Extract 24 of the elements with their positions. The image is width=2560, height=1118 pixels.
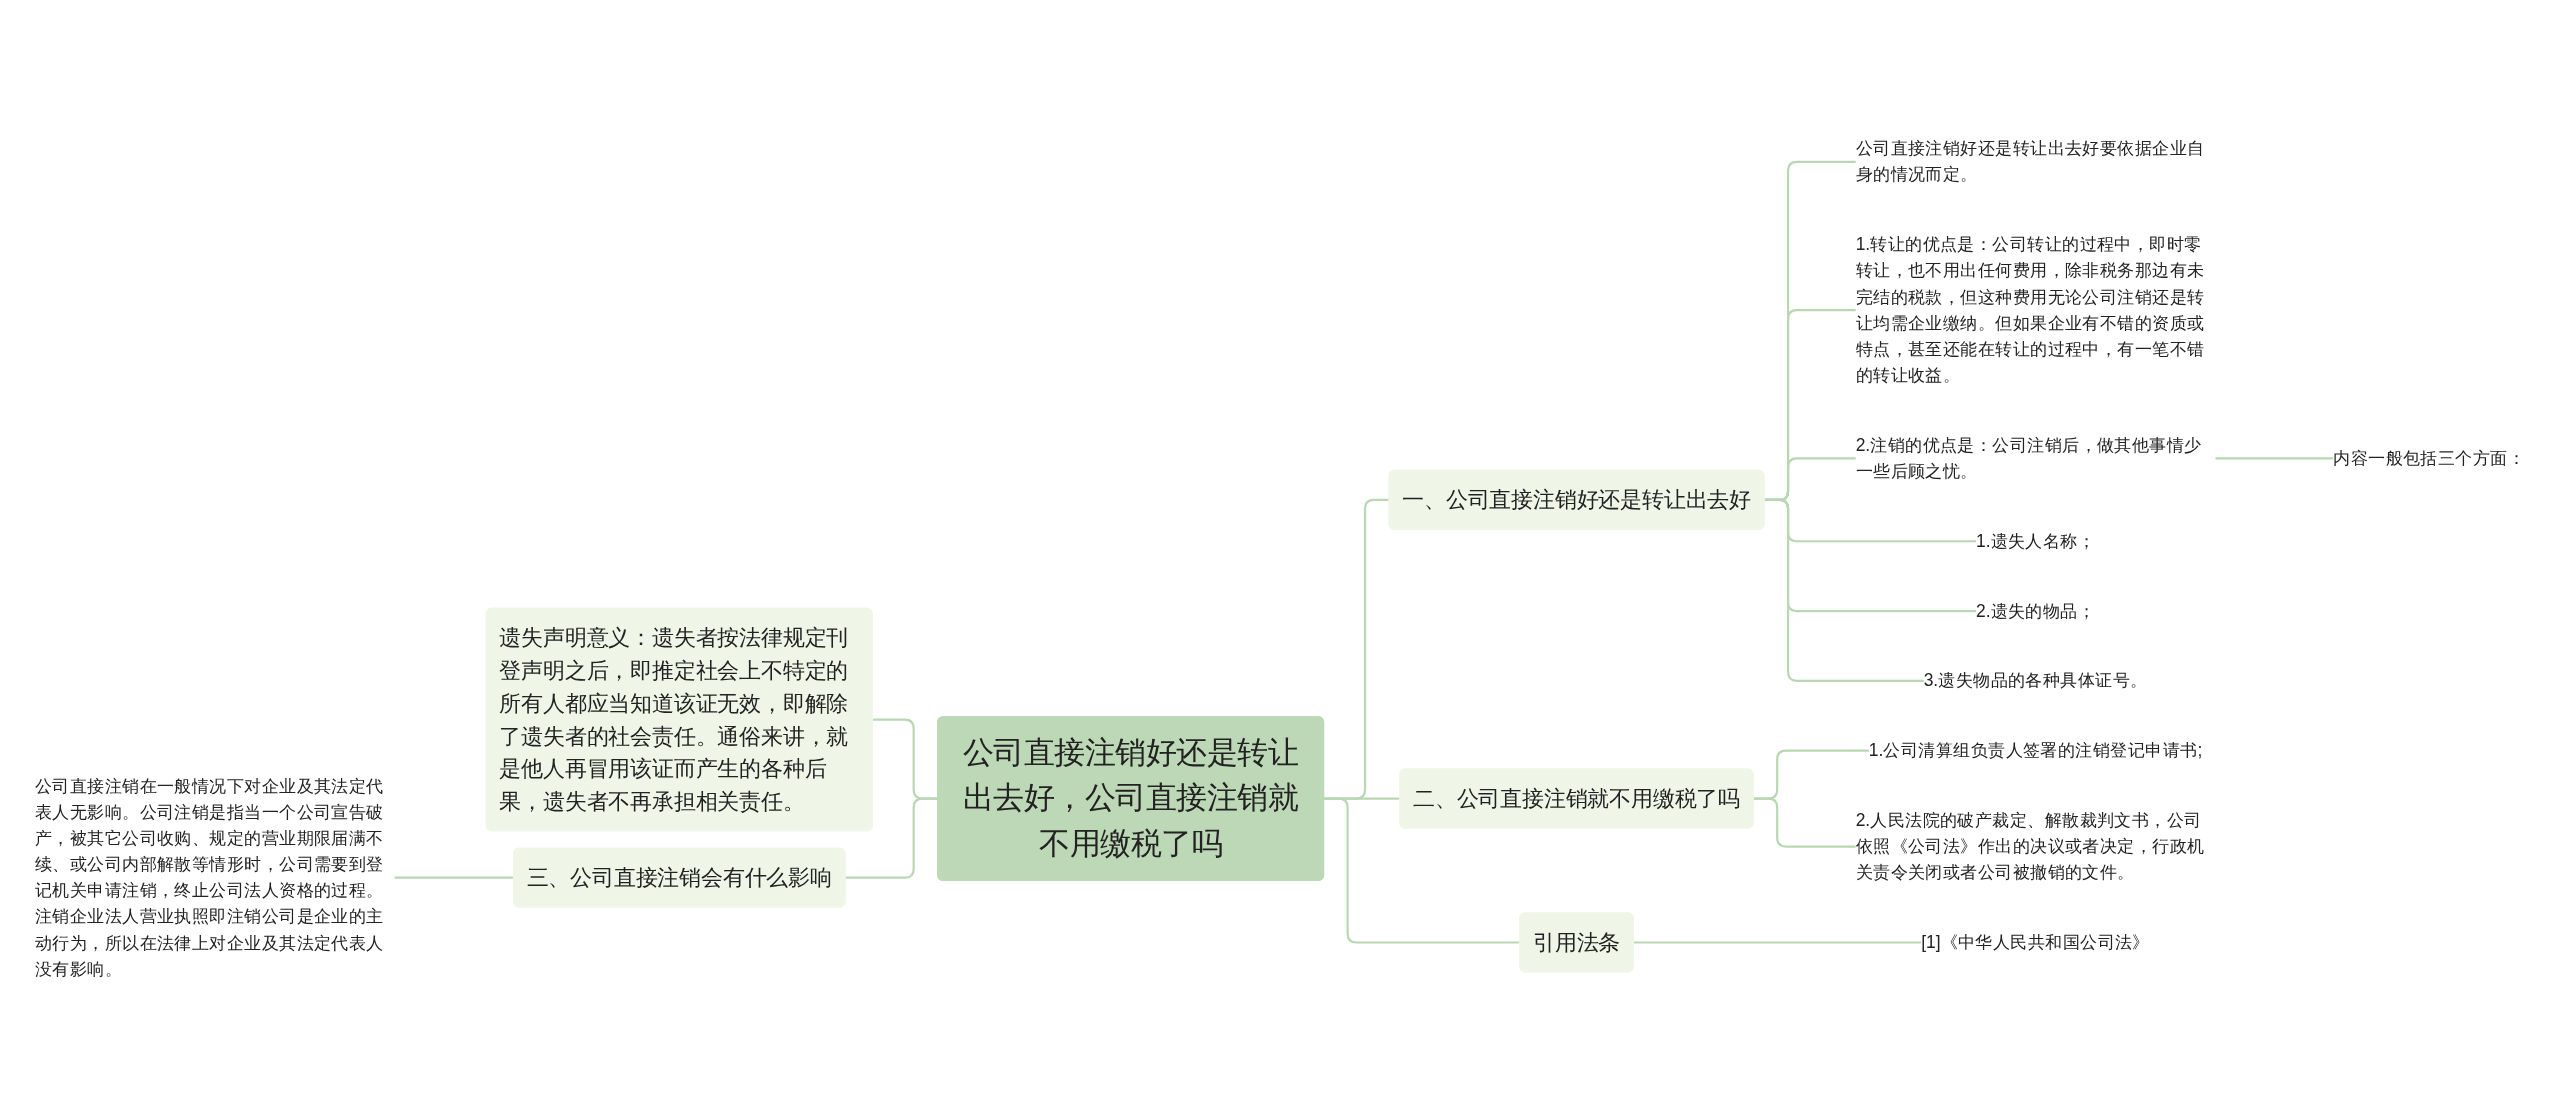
topic-box: 二、公司直接注销就不用缴税了吗: [1399, 768, 1754, 829]
note-text: [1]《中华人民共和国公司法》: [1921, 932, 2150, 952]
note-text: 公司直接注销在一般情况下对企业及其法定代表人无影响。公司注销是指当一个公司宣告破产，被其它公司收购、规定的营业期限届满不续、或公司内部解散等情形时，公司需要到登记机关申请注销，终止公司法人资格的过程。注销企业法人营业执照即注销公司是企业的主动行为，所以在法律上对企业及其法定代表人没有影响。: [34, 776, 384, 978]
connector-line: [1764, 498, 1924, 682]
central-topic-box: 公司直接注销好还是转让出去好，公司直接注销就不用缴税了吗: [937, 716, 1325, 881]
connector-line: [844, 797, 938, 879]
connector-line: [394, 876, 514, 879]
note-text: 1.公司清算组负责人签署的注销登记申请书;: [1868, 740, 2203, 760]
topic-box: 一、公司直接注销好还是转让出去好: [1388, 469, 1765, 530]
note-text: 1.转让的优点是：公司转让的过程中，即时零转让，也不用出任何费用，除非税务那边有未完结的税款，但这种费用无论公司注销还是转让均需企业缴纳。但如果企业有不错的资质或特点，甚至还能在转让的过程中，有一笔不错的转让收益。: [1855, 234, 2205, 385]
note-text: 3.遗失物品的各种具体证号。: [1923, 671, 2148, 690]
note-text: 2.遗失的物品；: [1975, 601, 2096, 620]
connector-line: [1633, 941, 1922, 944]
note-text: 公司直接注销好还是转让出去好要依据企业自身的情况而定。: [1855, 138, 2205, 184]
note-text: 2.人民法院的破产裁定、解散裁判文书，公司依照《公司法》作出的决议或者决定，行政机关责令关闭或者公司被撤销的文件。: [1855, 810, 2205, 882]
note-text: 内容一般包括三个方面：: [2333, 448, 2526, 468]
connector-line: [1753, 797, 1856, 848]
note-text: 1.遗失人名称；: [1975, 531, 2096, 550]
note-text: 2.注销的优点是：公司注销后，做其他事情少一些后顾之忧。: [1855, 435, 2202, 481]
topic-box: 遗失声明意义：遗失者按法律规定刊登声明之后，即推定社会上不特定的所有人都应当知道该证无效，即解除了遗失者的社会责任。通俗来讲，就是他人再冒用该证而产生的各种后果，遗失者不再承担相关责任。: [485, 607, 873, 832]
connector-line: [2215, 457, 2334, 460]
topic-box: 引用法条: [1519, 912, 1634, 973]
topic-box: 三、公司直接注销会有什么影响: [513, 847, 846, 908]
connector-line: [1323, 797, 1520, 944]
